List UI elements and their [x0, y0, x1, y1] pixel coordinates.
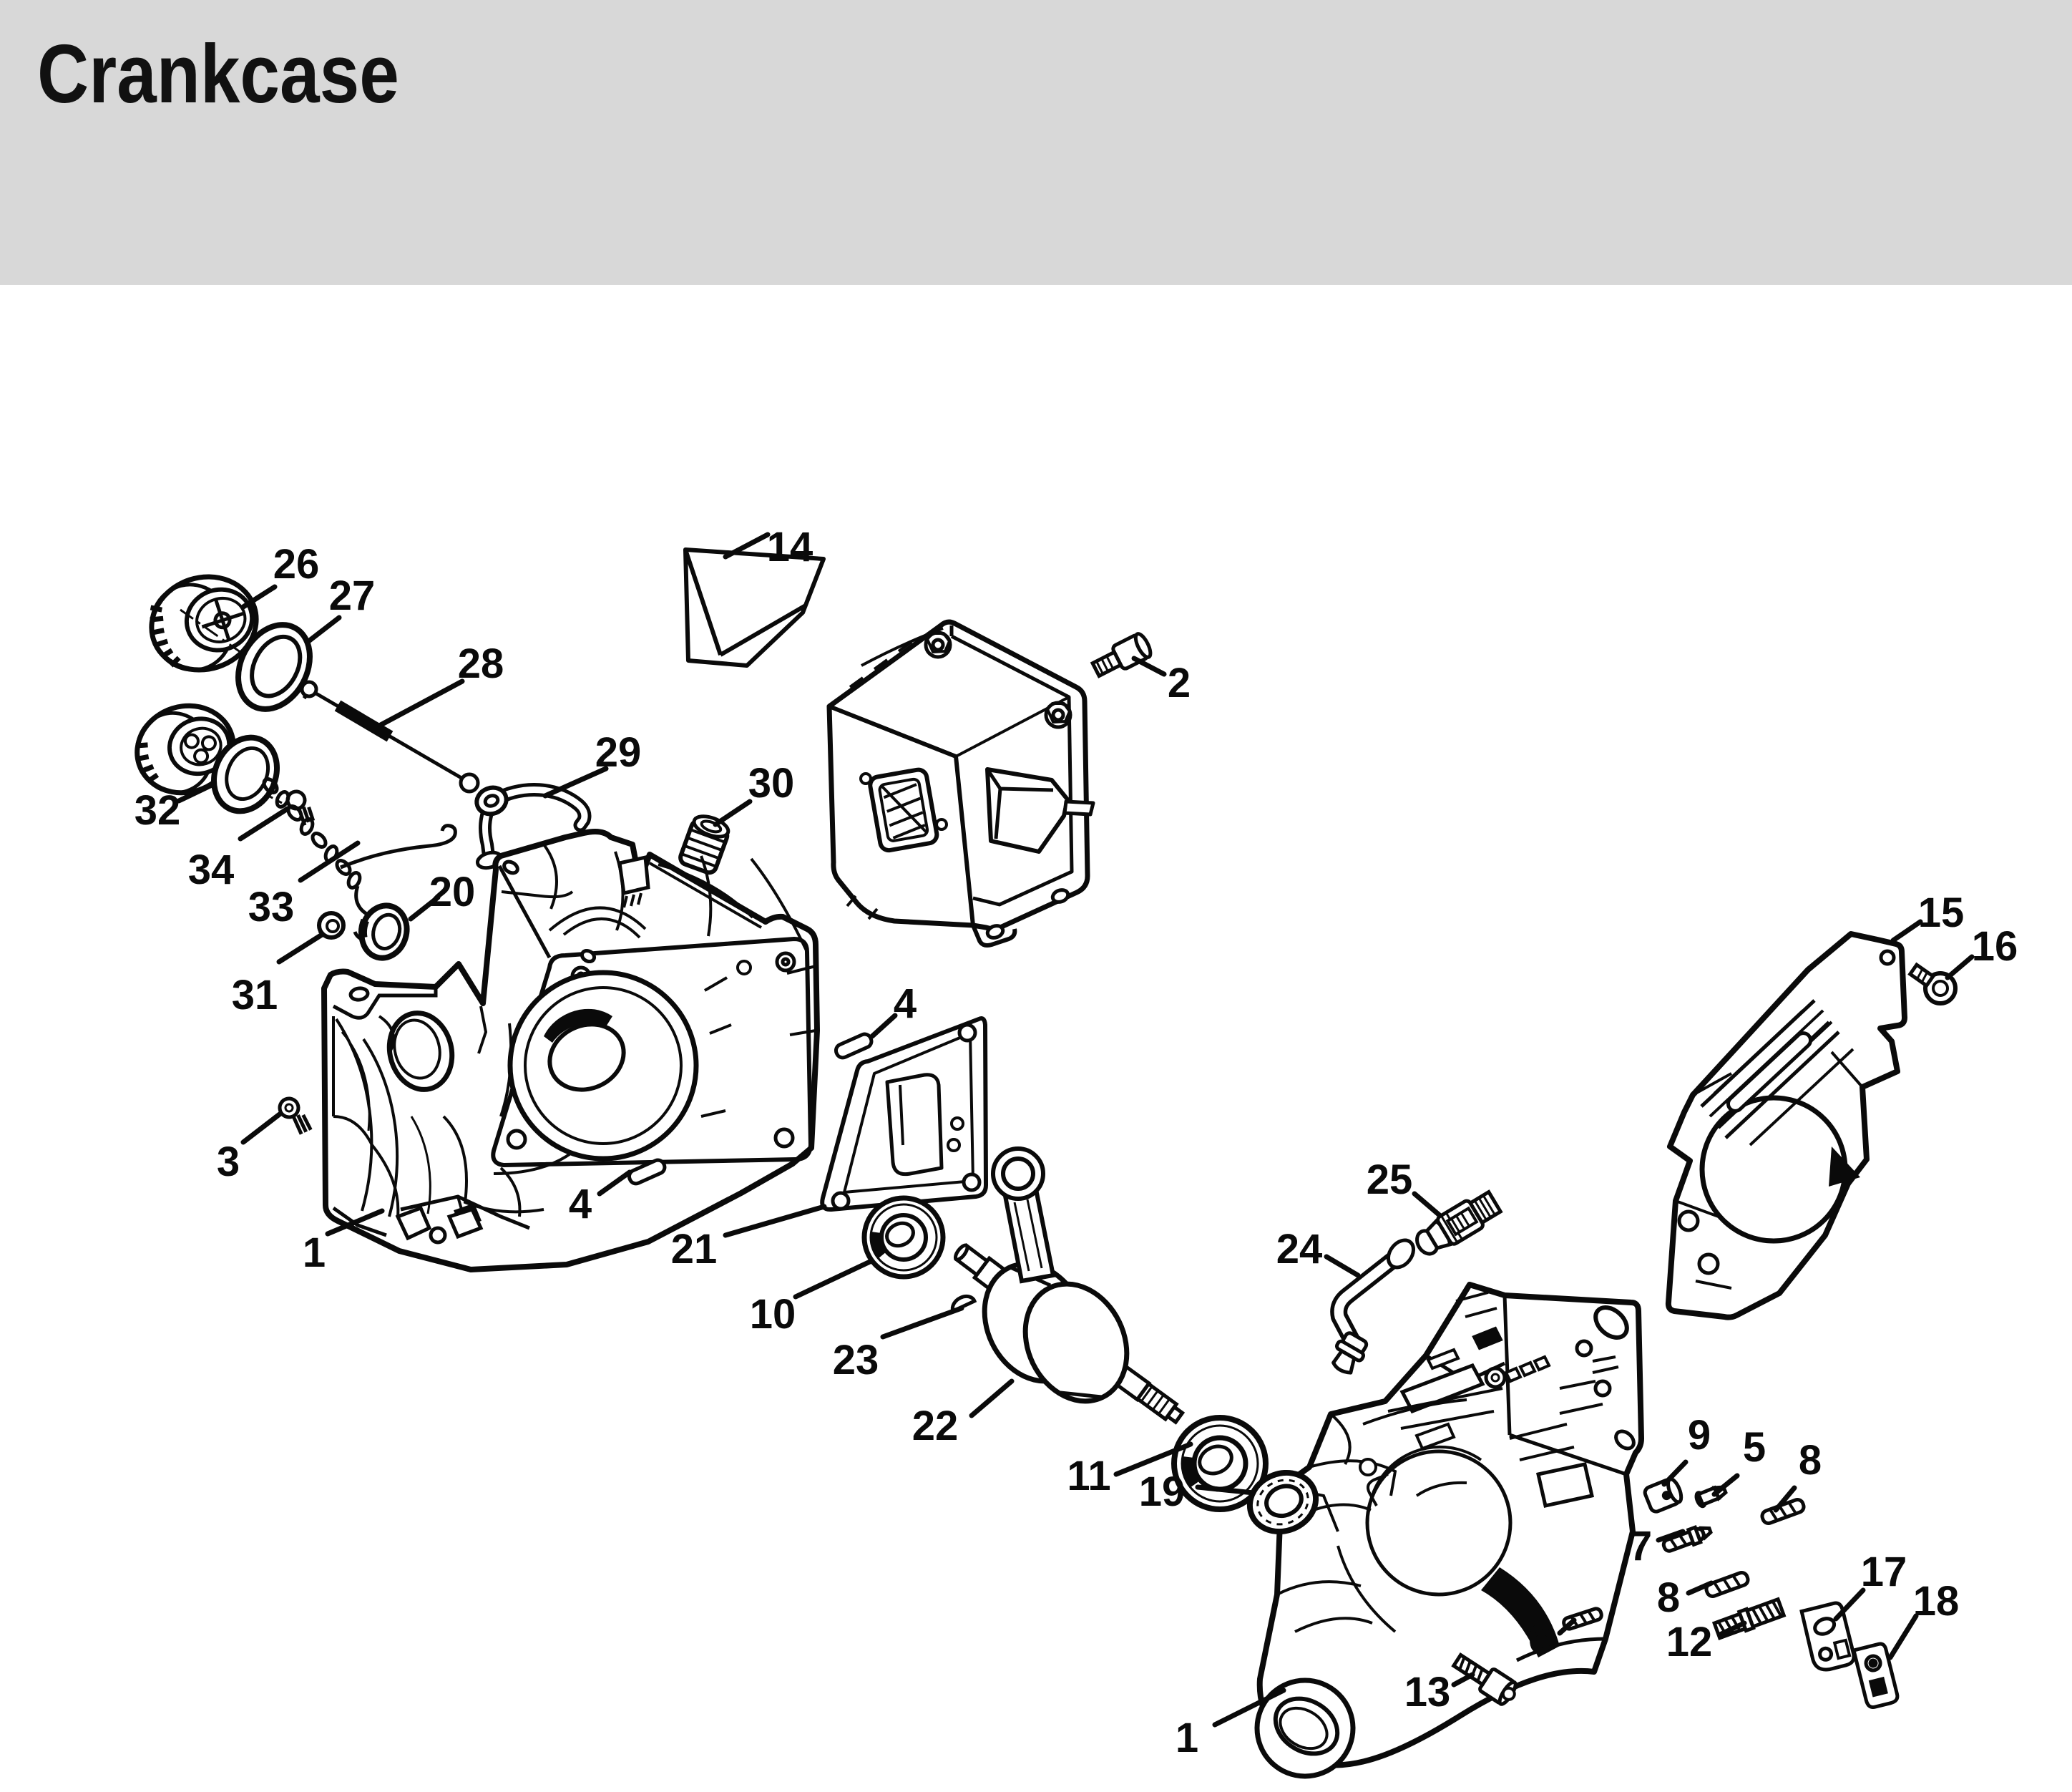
svg-text:13: 13: [1404, 1669, 1451, 1715]
svg-text:10: 10: [750, 1291, 796, 1338]
svg-text:18: 18: [1913, 1578, 1960, 1625]
svg-text:33: 33: [248, 884, 295, 930]
svg-text:17: 17: [1861, 1549, 1907, 1595]
svg-text:1: 1: [1176, 1715, 1198, 1761]
svg-text:6: 6: [1528, 1616, 1551, 1662]
svg-text:12: 12: [1666, 1619, 1713, 1665]
svg-text:11: 11: [1067, 1453, 1110, 1499]
svg-text:27: 27: [329, 573, 376, 619]
svg-text:31: 31: [232, 972, 278, 1018]
svg-text:1: 1: [303, 1229, 326, 1276]
svg-text:9: 9: [1688, 1412, 1711, 1459]
svg-text:25: 25: [1367, 1156, 1413, 1203]
svg-text:30: 30: [748, 760, 795, 807]
svg-text:2: 2: [1168, 660, 1191, 706]
svg-text:26: 26: [273, 541, 320, 588]
svg-text:4: 4: [569, 1181, 592, 1227]
svg-text:21: 21: [671, 1226, 718, 1272]
svg-text:3: 3: [217, 1139, 240, 1185]
svg-text:5: 5: [1743, 1424, 1766, 1471]
svg-text:22: 22: [912, 1403, 959, 1449]
svg-text:29: 29: [595, 729, 642, 776]
svg-text:7: 7: [1629, 1523, 1652, 1569]
svg-text:19: 19: [1139, 1469, 1186, 1515]
svg-text:4: 4: [894, 980, 917, 1027]
svg-text:34: 34: [188, 847, 235, 893]
svg-text:20: 20: [429, 869, 476, 915]
svg-text:8: 8: [1657, 1574, 1680, 1621]
svg-text:8: 8: [1799, 1437, 1822, 1484]
svg-text:15: 15: [1918, 890, 1965, 936]
svg-text:14: 14: [767, 524, 813, 570]
svg-text:23: 23: [833, 1337, 879, 1383]
svg-text:24: 24: [1276, 1226, 1323, 1272]
svg-text:28: 28: [458, 641, 504, 687]
svg-text:16: 16: [1972, 923, 2018, 970]
svg-text:32: 32: [135, 787, 181, 834]
